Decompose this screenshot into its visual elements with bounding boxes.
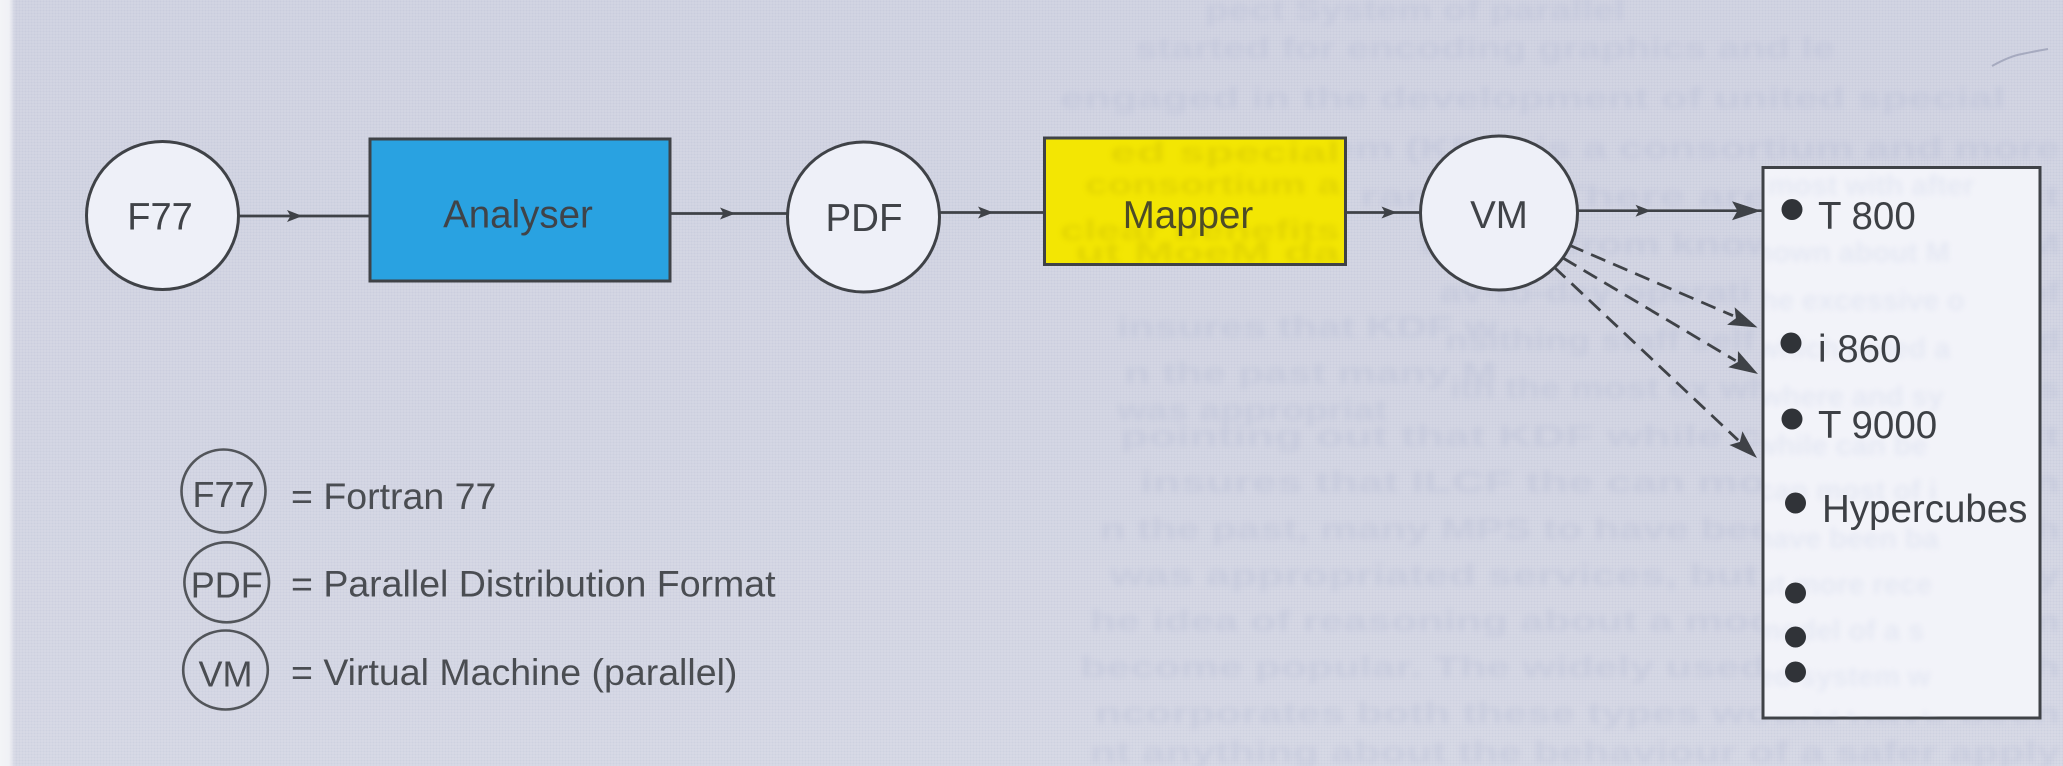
svg-text:he excessive o: he excessive o: [1760, 285, 1965, 317]
svg-text:where and sy: where and sy: [1759, 381, 1944, 413]
svg-text:VM: VM: [199, 654, 253, 695]
svg-text:PDF: PDF: [191, 565, 263, 606]
svg-text:ed special: ed special: [1110, 137, 1340, 169]
svg-text:insures that KDF w: insures that KDF w: [1117, 311, 1498, 344]
svg-text:T 9000: T 9000: [1818, 404, 1937, 447]
svg-text:ed system w: ed system w: [1758, 661, 1931, 693]
svg-text:engaged in the development of: engaged in the development of united spe…: [1060, 82, 2005, 115]
svg-text:i 860: i 860: [1818, 328, 1902, 371]
svg-text:ut MoeM da: ut MoeM da: [1075, 237, 1341, 269]
svg-text:ut more rece: ut more rece: [1758, 569, 1932, 601]
svg-text:PDF: PDF: [826, 197, 903, 240]
svg-text:most with after: most with after: [1768, 170, 1974, 202]
svg-text:Mapper: Mapper: [1123, 194, 1254, 237]
svg-text:clear benefits: clear benefits: [1060, 215, 1340, 247]
svg-text:Hypercubes: Hypercubes: [1822, 488, 2027, 531]
svg-text:Analyser: Analyser: [443, 194, 593, 237]
svg-text:pect System of parallel: pect System of parallel: [1205, 0, 1625, 27]
svg-text:F77: F77: [127, 197, 192, 239]
svg-text:= Virtual Machine (parallel): = Virtual Machine (parallel): [291, 651, 737, 693]
svg-text:have been ba: have been ba: [1755, 523, 1940, 555]
svg-text:nown about M: nown about M: [1755, 237, 1950, 269]
svg-text:was appropriat: was appropriat: [1116, 394, 1387, 427]
svg-text:while can be: while can be: [1754, 430, 1927, 462]
svg-text:T 800: T 800: [1818, 195, 1916, 238]
svg-text:= Fortran 77: = Fortran 77: [291, 475, 496, 517]
svg-text:n the past many M: n the past many M: [1124, 357, 1497, 390]
svg-text:= Parallel Distribution Format: = Parallel Distribution Format: [291, 563, 776, 605]
svg-text:nt anything about the behaviou: nt anything about the behaviour of a saf…: [1090, 736, 2060, 766]
svg-text:model of a s: model of a s: [1755, 615, 1924, 647]
svg-text:would have b: would have b: [1754, 707, 1939, 739]
svg-text:VM: VM: [1470, 194, 1528, 237]
svg-text:F77: F77: [192, 474, 254, 515]
svg-text:started for encoding graphics: started for encoding graphics and le: [1135, 32, 1835, 65]
svg-text:consortium a: consortium a: [1085, 169, 1341, 201]
